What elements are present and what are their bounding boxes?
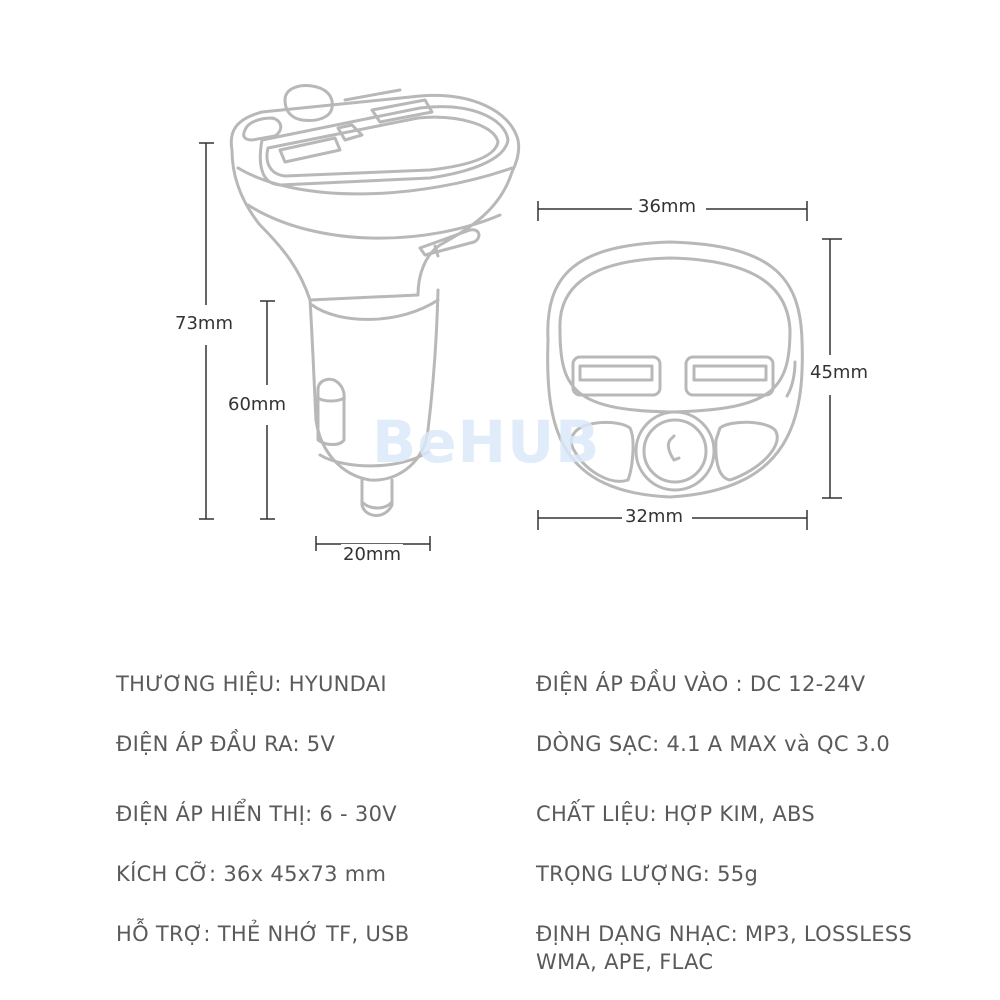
spec-display-voltage: ĐIỆN ÁP HIỂN THỊ: 6 - 30V bbox=[116, 802, 397, 826]
front-view-dimensions bbox=[537, 201, 842, 530]
dimension-front-height: 45mm bbox=[808, 362, 870, 383]
spec-size: KÍCH CỠ: 36x 45x73 mm bbox=[116, 862, 387, 886]
dimension-plug-width: 20mm bbox=[341, 544, 403, 565]
spec-charging-current: DÒNG SẠC: 4.1 A MAX và QC 3.0 bbox=[536, 732, 891, 756]
product-drawing bbox=[199, 84, 842, 551]
spec-weight: TRỌNG LƯỢNG: 55g bbox=[536, 862, 759, 886]
spec-output-voltage: ĐIỆN ÁP ĐẦU RA: 5V bbox=[116, 732, 336, 756]
spec-music-format-line2: WMA, APE, FLAC bbox=[536, 950, 714, 974]
spec-brand: THƯƠNG HIỆU: HYUNDAI bbox=[116, 672, 387, 696]
spec-material: CHẤT LIỆU: HỢP KIM, ABS bbox=[536, 802, 815, 826]
side-view-outline bbox=[229, 84, 521, 517]
front-view-outline bbox=[546, 240, 804, 499]
dimension-total-height: 73mm bbox=[173, 313, 235, 334]
spec-input-voltage: ĐIỆN ÁP ĐẦU VÀO : DC 12-24V bbox=[536, 672, 866, 696]
spec-support: HỖ TRỢ: THẺ NHỚ TF, USB bbox=[116, 922, 410, 946]
dimension-top-width: 36mm bbox=[636, 196, 698, 217]
side-view-dimensions bbox=[199, 142, 431, 551]
dimension-bottom-width: 32mm bbox=[623, 506, 685, 527]
watermark-text: BeHUB bbox=[372, 408, 601, 476]
dimension-body-height: 60mm bbox=[226, 394, 288, 415]
spec-music-format: ĐỊNH DẠNG NHẠC: MP3, LOSSLESS bbox=[536, 922, 913, 946]
